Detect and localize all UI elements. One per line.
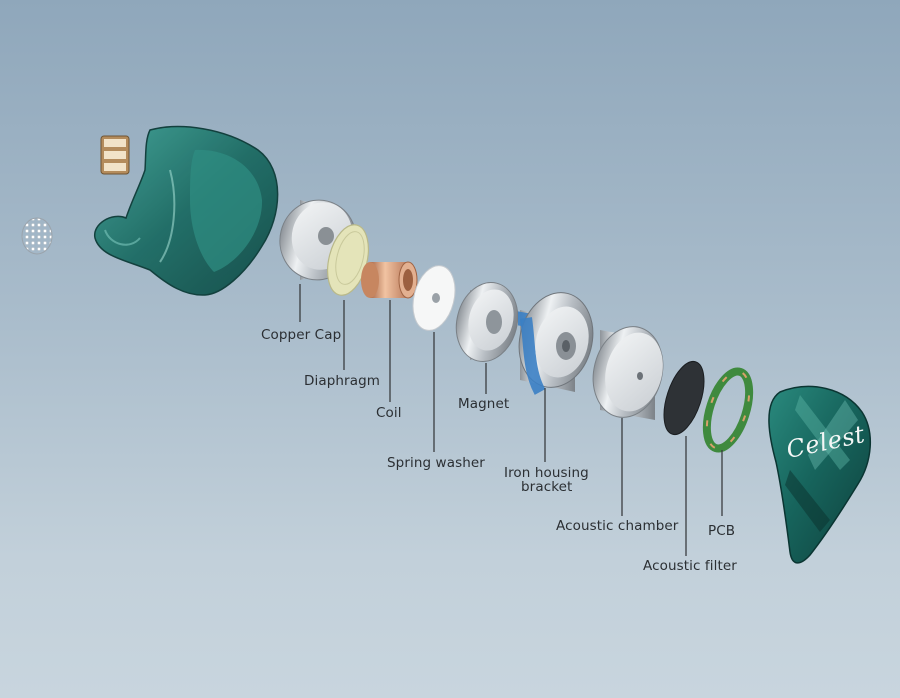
label-spring-washer: Spring washer (387, 455, 485, 471)
label-magnet: Magnet (458, 396, 510, 412)
label-diaphragm: Diaphragm (304, 373, 380, 389)
coil-part (361, 261, 418, 299)
magnet-part (455, 282, 519, 362)
label-pcb: PCB (708, 523, 736, 539)
diaphragm-part (327, 224, 369, 296)
label-coil: Coil (376, 405, 402, 421)
label-iron-housing-line1: Iron housing (504, 465, 589, 481)
label-acoustic-filter: Acoustic filter (643, 558, 737, 574)
pcb-part (702, 367, 754, 453)
acoustic-filter-part (663, 360, 705, 436)
mesh-filter (21, 217, 53, 255)
label-iron-housing-line2: bracket (521, 479, 573, 495)
front-shell (94, 125, 279, 296)
faceplate (768, 385, 872, 564)
label-copper-cap: Copper Cap (261, 327, 342, 343)
iron-housing-bracket-part (518, 292, 594, 395)
nozzle-insert (100, 135, 130, 175)
leader-lines (299, 284, 723, 556)
spring-washer-part (412, 265, 456, 331)
acoustic-chamber-part (592, 326, 664, 420)
label-acoustic-chamber: Acoustic chamber (556, 518, 679, 534)
